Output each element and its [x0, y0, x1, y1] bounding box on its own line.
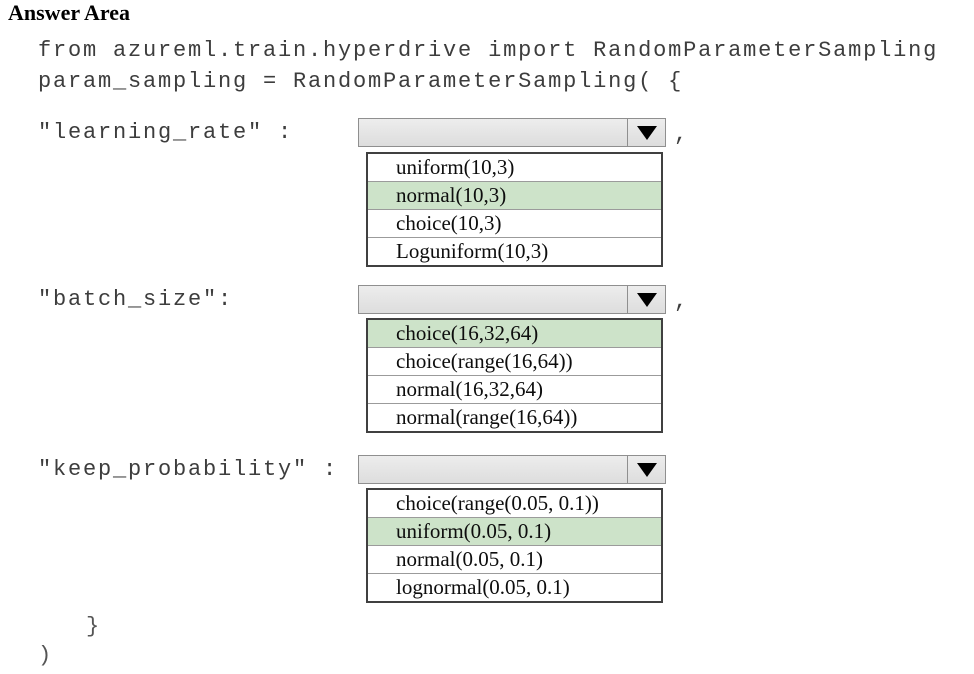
batch-size-dropdown-value [359, 286, 627, 313]
chevron-down-icon [636, 125, 657, 140]
keep-probability-dropdown-arrow-button[interactable] [627, 456, 665, 483]
param-label-learning-rate: "learning_rate" : [38, 120, 294, 145]
param-label-batch-size: "batch_size": [38, 287, 234, 312]
batch-size-dropdown-arrow-button[interactable] [627, 286, 665, 313]
option-choice-16-32-64[interactable]: choice(16,32,64) [368, 320, 661, 347]
option-choice-range-16-64[interactable]: choice(range(16,64)) [368, 347, 661, 375]
keep-probability-dropdown[interactable] [358, 455, 666, 484]
separator-comma: , [674, 289, 690, 314]
option-normal-005-01[interactable]: normal(0.05, 0.1) [368, 545, 661, 573]
learning-rate-dropdown-value [359, 119, 627, 146]
chevron-down-icon [636, 292, 657, 307]
option-loguniform-10-3[interactable]: Loguniform(10,3) [368, 237, 661, 265]
separator-comma: , [674, 122, 690, 147]
code-import-line: from azureml.train.hyperdrive import Ran… [38, 38, 939, 63]
chevron-down-icon [636, 462, 657, 477]
batch-size-dropdown[interactable] [358, 285, 666, 314]
learning-rate-dropdown-arrow-button[interactable] [627, 119, 665, 146]
option-lognormal-005-01[interactable]: lognormal(0.05, 0.1) [368, 573, 661, 601]
code-closing-brace: } [86, 614, 102, 639]
page-title: Answer Area [8, 0, 131, 25]
option-normal-range-16-64[interactable]: normal(range(16,64)) [368, 403, 661, 431]
keep-probability-options-list: choice(range(0.05, 0.1)) uniform(0.05, 0… [366, 488, 663, 603]
learning-rate-dropdown[interactable] [358, 118, 666, 147]
code-closing-paren: ) [38, 643, 54, 668]
keep-probability-dropdown-value [359, 456, 627, 483]
param-label-keep-probability: "keep_probability" : [38, 457, 339, 482]
option-choice-range-005-01[interactable]: choice(range(0.05, 0.1)) [396, 491, 599, 515]
option-normal-10-3[interactable]: normal(10,3) [368, 181, 661, 209]
option-normal-16-32-64[interactable]: normal(16,32,64) [368, 375, 661, 403]
code-param-sampling-line: param_sampling = RandomParameterSampling… [38, 69, 684, 94]
option-uniform-005-01[interactable]: uniform(0.05, 0.1) [368, 517, 661, 545]
option-uniform-10-3[interactable]: uniform(10,3) [396, 155, 515, 179]
learning-rate-options-list: uniform(10,3) normal(10,3) choice(10,3) … [366, 152, 663, 267]
option-choice-10-3[interactable]: choice(10,3) [368, 209, 661, 237]
batch-size-options-list: choice(16,32,64) choice(range(16,64)) no… [366, 318, 663, 433]
